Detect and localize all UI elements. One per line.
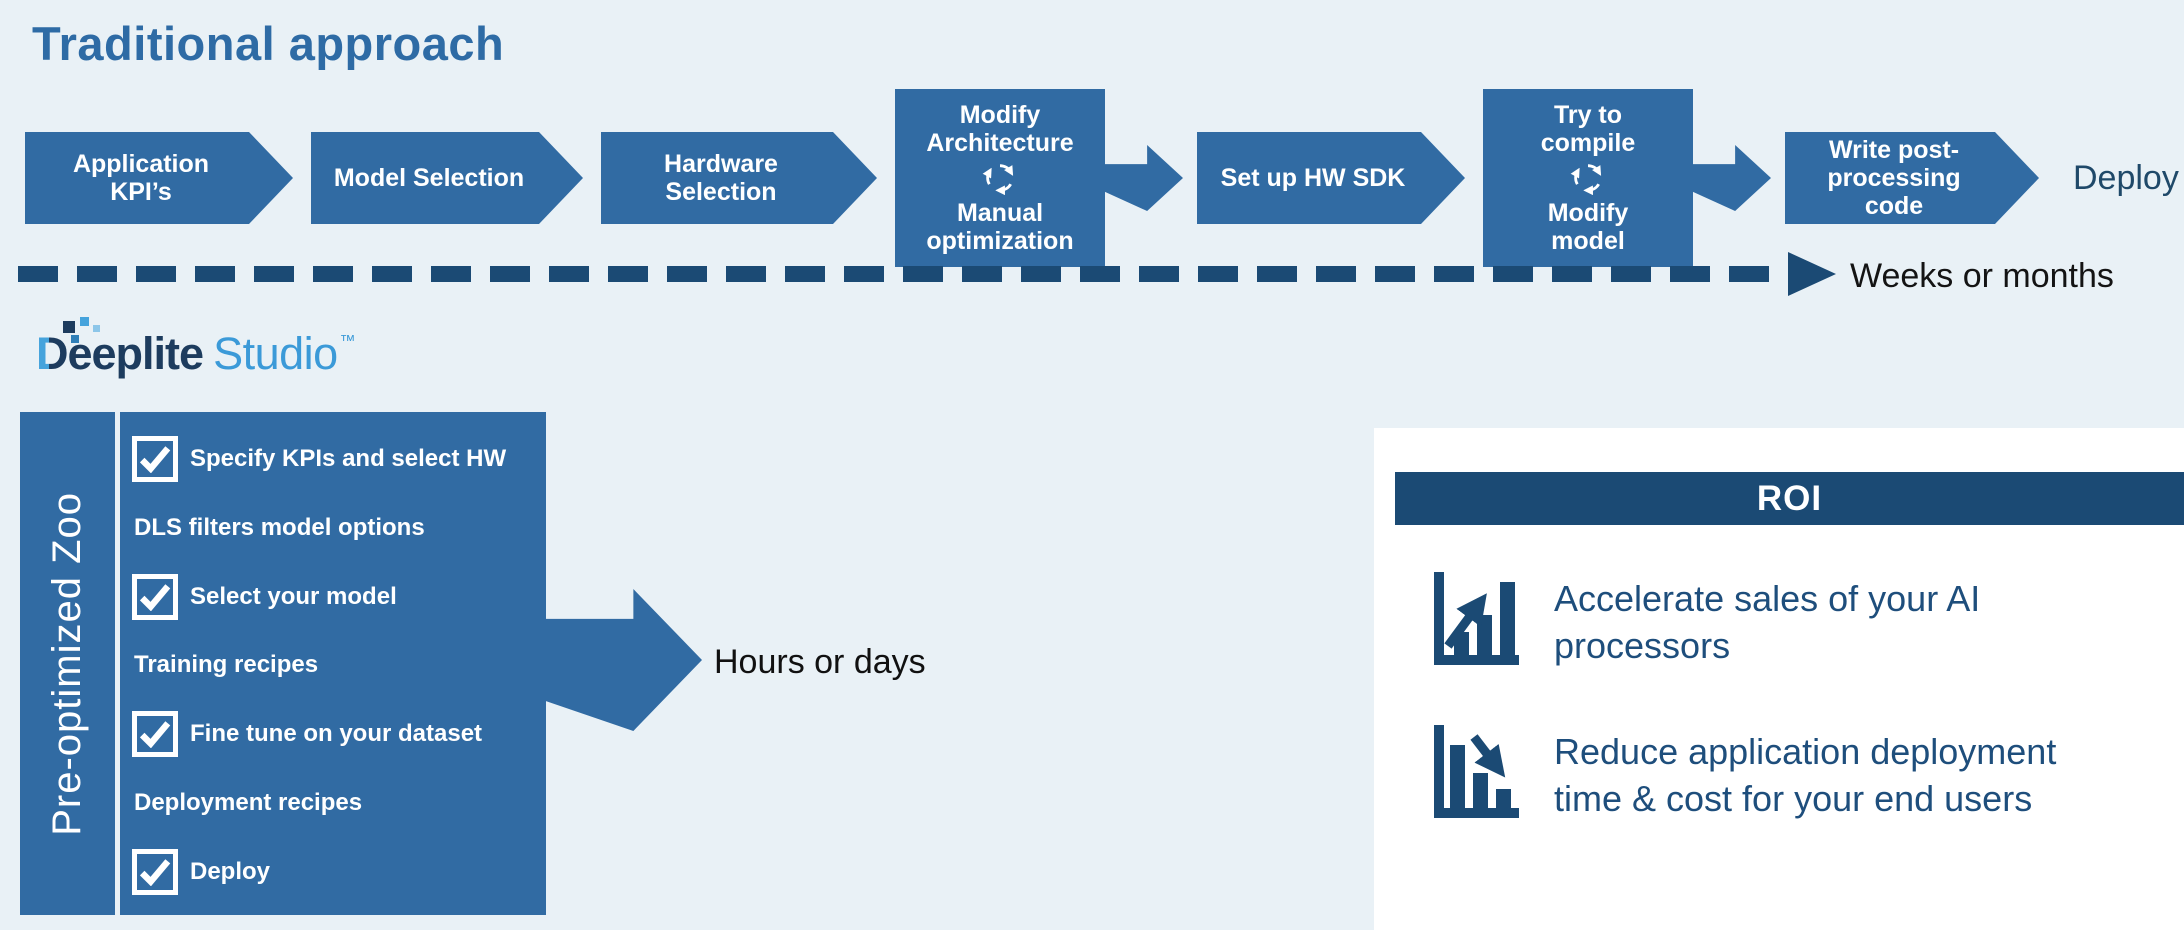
result-duration-label: Hours or days <box>714 643 926 681</box>
checklist-item: Training recipes <box>132 651 538 679</box>
checkbox-checked <box>132 711 178 758</box>
cycle-icon <box>1570 164 1602 196</box>
chart-up-icon <box>1434 572 1519 665</box>
roi-item: Reduce application deployment time & cos… <box>1424 723 2134 828</box>
checklist-item-label: Training recipes <box>134 651 319 679</box>
roi-title: ROI <box>1756 478 1823 518</box>
pre-optimized-zoo-sidebar: Pre-optimized Zoo <box>20 412 115 915</box>
flow-arrow-icon <box>1693 145 1771 211</box>
flow-chevron-step: Application KPI’s <box>25 132 293 224</box>
flow-chevron-step: Model Selection <box>311 132 583 224</box>
loop-bottom-label: Manual optimization <box>926 199 1074 255</box>
checklist-item-label: Fine tune on your dataset <box>190 720 483 748</box>
checklist-item-label: Deploy <box>190 857 271 885</box>
checkbox-checked <box>132 848 178 895</box>
flow-step-label: Set up HW SDK <box>1220 164 1406 192</box>
roi-item-text: Reduce application deployment time & cos… <box>1554 730 2057 819</box>
checkmark-icon <box>139 583 171 611</box>
deeplite-studio-logo: Deeplite Studio ™ <box>36 317 356 380</box>
checklist-item: Deploy <box>132 848 538 895</box>
checkbox-checked <box>132 573 178 620</box>
checklist-item-label: Select your model <box>190 582 397 610</box>
flow-step-label: Write post- processing code <box>1827 136 1961 220</box>
roi-item-text: Accelerate sales of your AI processors <box>1554 577 1981 666</box>
flow-chevron-step: Hardware Selection <box>601 132 877 224</box>
flow-step-label: Hardware Selection <box>664 150 778 206</box>
cycle-icon <box>982 164 1014 196</box>
roi-card: ROI Accelerate sales of your AI processo… <box>1374 428 2184 930</box>
checkbox-checked <box>132 436 178 482</box>
loop-bottom-label: Modify model <box>1547 199 1629 255</box>
timeline-arrowhead-icon <box>1788 252 1836 296</box>
chart-down-icon <box>1434 725 1519 818</box>
logo-pixel-dot-icon <box>63 321 75 333</box>
logo-trademark: ™ <box>339 333 356 350</box>
flow-loop-box: Try to compile Modify model <box>1483 89 1693 267</box>
logo-pixel-dot-icon <box>93 325 100 332</box>
roi-item: Accelerate sales of your AI processors <box>1424 570 2134 675</box>
flow-loop-box: Modify Architecture Manual optimization <box>895 89 1105 267</box>
checklist-item-label: Specify KPIs and select HW <box>190 445 507 472</box>
flow-arrow-icon <box>1105 145 1183 211</box>
checkmark-icon <box>139 721 171 749</box>
checklist-item: Deployment recipes <box>132 789 538 817</box>
logo-product-text: Studio <box>213 328 338 379</box>
result-arrow-icon <box>546 589 702 731</box>
logo-d-letter: D <box>36 328 68 379</box>
checklist-item: Fine tune on your dataset <box>132 711 538 758</box>
logo-brand-text: Deeplite <box>36 328 205 379</box>
logo-pixel-dot-icon <box>71 335 79 343</box>
traditional-flow: Application KPI’s Model Selection Hardwa… <box>25 89 2179 267</box>
checklist-item: DLS filters model options <box>132 514 538 542</box>
deploy-label: Deploy <box>2073 158 2179 197</box>
studio-checklist-panel: Specify KPIs and select HW DLS filters m… <box>120 412 546 915</box>
checklist-item-label: Deployment recipes <box>134 789 363 817</box>
flow-step-label: Application KPI’s <box>72 150 210 206</box>
checklist-item: Specify KPIs and select HW <box>132 436 538 482</box>
checkmark-icon <box>139 859 171 886</box>
logo-pixel-dot-icon <box>80 317 89 326</box>
flow-chevron-step: Write post- processing code <box>1785 132 2039 224</box>
checklist-item-label: DLS filters model options <box>134 513 425 541</box>
traditional-approach-title: Traditional approach <box>32 17 505 70</box>
logo-brand-rest: eeplite <box>67 328 205 379</box>
flow-step-label: Model Selection <box>333 164 525 192</box>
loop-top-label: Try to compile <box>1540 101 1636 157</box>
logo-pixel-dots: Deeplite <box>36 317 205 380</box>
flow-chevron-step: Set up HW SDK <box>1197 132 1465 224</box>
loop-top-label: Modify Architecture <box>926 101 1074 157</box>
roi-header: ROI <box>1395 472 2184 525</box>
pre-optimized-zoo-label: Pre-optimized Zoo <box>45 491 89 836</box>
timeline-duration-label: Weeks or months <box>1850 257 2114 295</box>
checkmark-icon <box>139 446 171 473</box>
timeline-dashed-arrow <box>18 266 1788 282</box>
checklist-item: Select your model <box>132 573 538 620</box>
